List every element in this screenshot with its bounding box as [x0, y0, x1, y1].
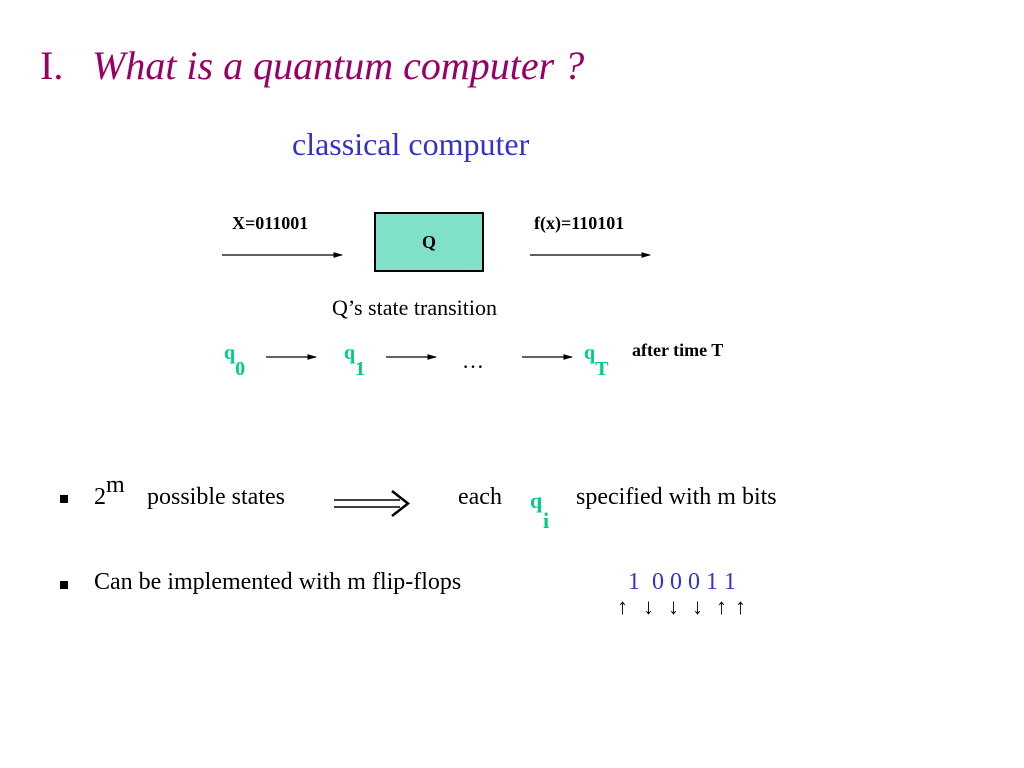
- ellipsis: …: [462, 348, 484, 373]
- bullet-marker: [60, 495, 68, 503]
- state-subscript: 1: [355, 358, 366, 380]
- flipflop-arrow-5-icon: ↑: [716, 594, 727, 619]
- q-box: Q: [374, 212, 484, 272]
- bullet-1-text2: each: [458, 484, 502, 510]
- slide-title: What is a quantum computer ?: [92, 43, 585, 88]
- bullet-1-text1: possible states: [147, 484, 285, 510]
- state-subscript: T: [595, 358, 609, 380]
- flipflop-arrow-2-icon: ↓: [643, 594, 654, 619]
- flipflop-arrow-3-icon: ↓: [668, 594, 679, 619]
- qi-letter: q: [530, 488, 543, 513]
- input-label: X=011001: [232, 213, 309, 233]
- bullet-1-power: 2m: [94, 472, 125, 511]
- state-letter: q: [344, 342, 356, 364]
- state-subscript: 0: [235, 358, 246, 380]
- power-base: 2: [94, 484, 106, 510]
- bullet-2-text: Can be implemented with m flip-flops: [94, 569, 462, 595]
- implies-arrow-icon: [334, 490, 411, 517]
- power-exponent: m: [106, 472, 125, 498]
- title-number: I.: [40, 43, 64, 88]
- after-time-label: after time T: [632, 340, 724, 360]
- q-box-label: Q: [421, 232, 436, 252]
- bullet-marker: [60, 581, 68, 589]
- flipflop-arrow-1-icon: ↑: [617, 594, 628, 619]
- output-label: f(x)=110101: [534, 213, 625, 233]
- bullet-1-text3: specified with m bits: [576, 484, 777, 510]
- qi-subscript: i: [543, 508, 550, 533]
- slide-subtitle: classical computer: [292, 126, 530, 162]
- bit-string: 1 0 0 0 1 1: [628, 569, 736, 595]
- state-letter: q: [584, 342, 596, 364]
- state-letter: q: [224, 342, 236, 364]
- flipflop-arrow-6-icon: ↑: [735, 594, 746, 619]
- transition-label: Q’s state transition: [332, 295, 497, 320]
- flipflop-arrow-4-icon: ↓: [692, 594, 703, 619]
